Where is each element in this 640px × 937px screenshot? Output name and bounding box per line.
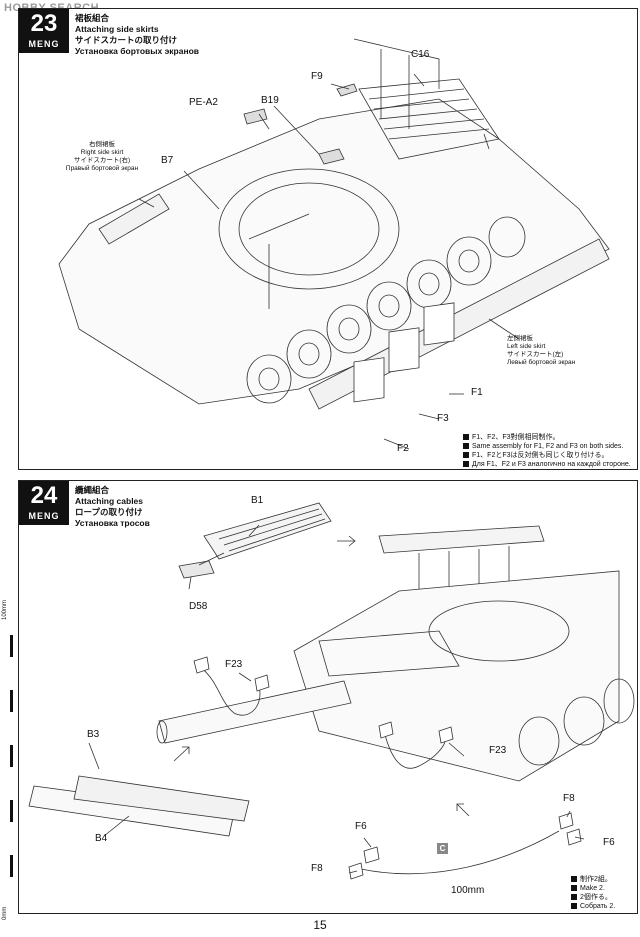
step-24-titles: 纜繩組合 Attaching cables ロープの取り付け Установка… — [75, 485, 150, 529]
note24-zh: 制作2組。 — [580, 876, 612, 883]
right-skirt-zh: 右側裙板 — [89, 141, 115, 148]
lang-zh-icon — [463, 434, 469, 441]
page-number: 15 — [313, 918, 327, 932]
part-label-pe-a2: PE-A2 — [189, 97, 218, 108]
part-label-f23-right: F23 — [489, 745, 507, 756]
part-label-f6-left: F6 — [355, 821, 367, 832]
ruler-bar — [10, 800, 13, 822]
cable-length-label: 100mm — [451, 885, 485, 896]
lang-zh-icon — [571, 876, 577, 883]
ruler-bar — [10, 855, 13, 877]
step-23-titles: 裙板組合 Attaching side skirts サイドスカートの取り付け … — [75, 13, 199, 57]
part-label-b4: B4 — [95, 833, 108, 844]
ruler-top-label: 100mm — [2, 599, 8, 620]
step-23-number: 23 — [30, 10, 58, 37]
step-24-badge: 24 MENG — [19, 481, 69, 525]
part-label-b7: B7 — [161, 155, 174, 166]
part-label-f9: F9 — [311, 71, 323, 82]
step-23-panel: 23 MENG 裙板組合 Attaching side skirts サイドスカ… — [18, 8, 638, 470]
ruler-bar — [10, 690, 13, 712]
part-label-c: C — [437, 843, 448, 854]
step-23-note: F1、F2、F3對側相同制作。 Same assembly for F1, F2… — [463, 433, 631, 469]
note24-en: Make 2. — [580, 885, 605, 892]
ruler-bar — [10, 635, 13, 657]
left-skirt-ja: サイドスカート(左) — [507, 351, 564, 358]
step-24-panel: 24 MENG 纜繩組合 Attaching cables ロープの取り付け У… — [18, 480, 638, 914]
step-24-number: 24 — [30, 482, 58, 509]
part-label-f6-right: F6 — [603, 837, 615, 848]
step-23-title-ru: Установка бортовых экранов — [75, 46, 200, 56]
left-skirt-zh: 左側裙板 — [507, 335, 533, 342]
step-23-title-en: Attaching side skirts — [75, 24, 159, 34]
part-label-f3: F3 — [437, 413, 449, 424]
step-23-badge: 23 MENG — [19, 9, 69, 53]
tank-rear-cables-drawing — [28, 502, 635, 880]
left-side-skirt-label: 左側裙板 Left side skirt サイドスカート(左) Левый бо… — [507, 335, 607, 367]
step-24-title-ru: Установка тросов — [75, 518, 150, 528]
right-skirt-ru: Правый бортовой экран — [65, 165, 139, 172]
lang-en-icon — [463, 443, 469, 450]
part-label-f8-left: F8 — [311, 863, 323, 874]
lang-ru-icon — [571, 903, 577, 910]
part-label-b3: B3 — [87, 729, 100, 740]
note23-ru: Для F1、F2 и F3 аналогично на каждой стор… — [472, 461, 631, 468]
right-skirt-ja: サイドスカート(右) — [73, 157, 131, 164]
note23-zh: F1、F2、F3對側相同制作。 — [472, 434, 560, 441]
lang-en-icon — [571, 885, 577, 892]
part-label-b19: B19 — [261, 95, 279, 106]
step-23-brand: MENG — [28, 39, 60, 49]
step-24-title-zh: 纜繩組合 — [75, 485, 110, 495]
note23-ja: F1、F2とF3は反対側も同じく取り付ける。 — [472, 452, 609, 459]
tank-hull-side-skirt-drawing — [58, 38, 610, 450]
left-skirt-ru: Левый бортовой экран — [507, 359, 576, 366]
step-24-note: 制作2組。 Make 2. 2個作る。 Собрать 2. — [571, 875, 615, 911]
part-label-d58: D58 — [189, 601, 208, 612]
step-23-title-ja: サイドスカートの取り付け — [75, 35, 178, 45]
step-24-title-en: Attaching cables — [75, 496, 144, 506]
part-label-b1: B1 — [251, 495, 264, 506]
lang-ru-icon — [463, 461, 469, 468]
step-24-title-ja: ロープの取り付け — [75, 507, 143, 517]
right-side-skirt-label: 右側裙板 Right side skirt サイドスカート(右) Правый … — [57, 141, 147, 173]
part-label-f2: F2 — [397, 443, 409, 454]
lang-ja-icon — [463, 452, 469, 459]
step-23-title-zh: 裙板組合 — [75, 13, 110, 23]
lang-ja-icon — [571, 894, 577, 901]
note24-ja: 2個作る。 — [580, 894, 612, 901]
part-label-f8-right: F8 — [563, 793, 575, 804]
ruler-bar — [10, 745, 13, 767]
part-label-c16: C16 — [411, 49, 430, 60]
right-skirt-en: Right side skirt — [80, 149, 124, 156]
note23-en: Same assembly for F1, F2 and F3 on both … — [472, 443, 624, 450]
note24-ru: Собрать 2. — [580, 903, 616, 910]
part-label-f1: F1 — [471, 387, 483, 398]
part-label-f23-left: F23 — [225, 659, 243, 670]
scale-ruler: 100mm 0mm — [2, 590, 16, 920]
left-skirt-en: Left side skirt — [507, 343, 546, 350]
step-24-brand: MENG — [28, 511, 60, 521]
